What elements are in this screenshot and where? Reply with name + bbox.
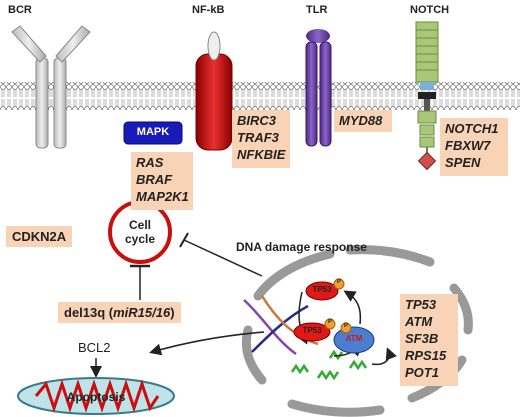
mapk-pill [123, 121, 183, 145]
cell-cycle-label: Cell cycle [110, 218, 170, 246]
rna-to-atm-arrow [371, 347, 397, 366]
phospho-1 [333, 278, 345, 290]
phospho-label-2: P [327, 319, 332, 325]
gene-ras: RAS [136, 155, 164, 170]
tp53-top-label: TP53 [312, 285, 332, 294]
mapk-gene-box: RAS BRAF MAP2K1 [131, 152, 193, 210]
phospho-3 [340, 322, 352, 334]
tp53-to-apoptosis-arrow [149, 331, 265, 356]
tp53-mid-label: TP53 [302, 326, 322, 335]
tp53-mid-oval [293, 322, 331, 342]
nfkb-gene-box: BIRC3 TRAF3 NFKBIE [232, 110, 290, 168]
tlr-receptor [305, 29, 332, 147]
gene-rps15: RPS15 [405, 348, 447, 363]
atm-label: ATM [345, 334, 363, 343]
gene-map2k1: MAP2K1 [136, 189, 189, 204]
notch-receptor [415, 21, 439, 171]
tp53-top-oval [305, 281, 339, 301]
atm-oval [333, 326, 375, 354]
gene-spen: SPEN [445, 155, 481, 170]
gene-atm: ATM [405, 314, 433, 329]
del13q-box: del13q (miR15/16) [58, 302, 181, 323]
mapk-label: MAPK [136, 126, 170, 138]
cell-membrane [0, 82, 520, 110]
tlr-gene-box: MYD88 [334, 110, 392, 132]
notch-gene-box: NOTCH1 FBXW7 SPEN [440, 118, 508, 176]
phospho-label-1: P [336, 279, 341, 285]
gene-tp53: TP53 [405, 297, 437, 312]
gene-notch1: NOTCH1 [445, 121, 499, 136]
atm-to-tp53-arrow [343, 290, 362, 325]
gene-fbxw7: FBXW7 [445, 138, 491, 153]
cell-cycle-line1: Cell [128, 218, 151, 232]
gene-sf3b: SF3B [405, 331, 439, 346]
rna-fragments [290, 349, 368, 381]
nfkb-receptor [195, 31, 233, 151]
bcr-receptor [11, 25, 91, 149]
ddr-inhibition [183, 239, 263, 277]
gene-nfkbie: NFKBIE [237, 147, 286, 162]
gene-braf: BRAF [136, 172, 173, 187]
notch-label: NOTCH [410, 4, 450, 16]
phospho-2 [324, 318, 336, 330]
gene-pot1: POT1 [405, 365, 439, 380]
mitochondrion [17, 377, 175, 415]
bcr-label: BCR [8, 4, 32, 16]
gene-birc3: BIRC3 [237, 113, 277, 128]
ddr-gene-box: TP53 ATM SF3B RPS15 POT1 [400, 294, 458, 386]
cdkn2a-box: CDKN2A [6, 226, 73, 247]
gene-myd88: MYD88 [339, 113, 383, 128]
cell-cycle-line2: cycle [124, 232, 156, 246]
gene-traf3: TRAF3 [237, 130, 279, 145]
apoptosis-label: Apoptosis [66, 390, 126, 404]
del13q-prefix: del13q ( [64, 305, 114, 320]
phospho-label-3: P [343, 323, 348, 329]
del13q-suffix: ) [170, 305, 175, 320]
ddr-title: DNA damage response [236, 240, 367, 254]
del13q-mir: miR15/16 [113, 305, 171, 320]
bcl2-label: BCL2 [78, 340, 111, 355]
tlr-label: TLR [306, 4, 328, 16]
nfkb-label: NF-kB [192, 4, 225, 16]
